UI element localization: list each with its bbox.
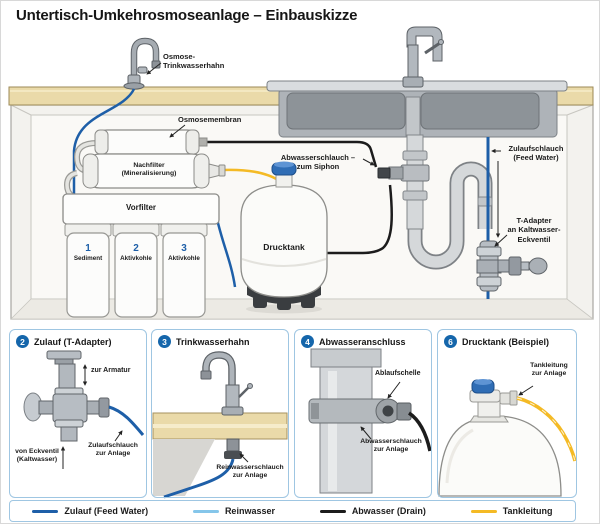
kitchen-faucet-illustration [402,26,444,88]
panel-zulauf: 2 Zulauf (T-Adapter) [9,329,147,498]
from-valve-label: von Eckventil (Kaltwasser) [15,448,59,464]
t-adapter-label: T-Adapter an Kaltwasser- Eckventil [507,216,561,244]
drain-clamp-label: Ablaufschelle [375,370,421,377]
ro-unit-illustration [62,129,226,318]
legend-item-drain: Abwasser (Drain) [319,506,426,516]
panel-zulauf-header: 2 Zulauf (T-Adapter) [16,335,146,348]
panel-trinkwasserhahn: 3 Trinkwasserhahn [151,329,289,498]
pure-water-line-swatch [192,509,219,513]
tank-line-label: Tankleitung zur Anlage [530,362,568,378]
drain-hose-label: Abwasserschlauch – zum Siphon [280,153,356,172]
osmose-faucet-illustration [123,37,161,90]
prefilter-label: Vorfilter [125,203,157,212]
filter-stage-2: 2 Aktivkohle [120,243,152,262]
feed-hose-label: Zulaufschlauch (Feed Water) [508,144,564,163]
to-fixture-label: zur Armatur [91,367,131,374]
legend-bar: Zulauf (Feed Water) Reinwasser Abwasser … [9,500,576,522]
panel-trinkwasserhahn-header: 3 Trinkwasserhahn [158,335,288,348]
panel-abwasseranschluss-title: Abwasseranschluss [319,336,406,347]
drain-tube-lower [289,184,393,255]
panel-trinkwasserhahn-number-badge: 3 [158,335,171,348]
membrane-label: Osmosemembran [178,115,242,124]
panel2-t-adapter-illustration [23,350,145,469]
page-title: Untertisch-Umkehrosmoseanlage – Einbausk… [16,7,358,24]
panel3-tap-illustration [152,351,288,499]
pressure-tank-illustration [240,161,328,314]
legend-item-feed-water: Zulauf (Feed Water) [32,506,148,516]
panel4-drain-illustration [308,348,432,494]
panel-zulauf-title: Zulauf (T-Adapter) [34,336,112,347]
panel-abwasseranschluss-number-badge: 4 [301,335,314,348]
filter-stage-1: 1 Sediment [73,243,103,262]
drain-clamp-illustration [377,164,430,182]
tank-label: Drucktank [263,242,305,252]
sink-illustration [266,80,568,138]
drain-hose-to-system-label: Abwasserschlauch zur Anlage [360,438,422,454]
drain-tube-upper [205,140,378,168]
t-adapter-illustration [476,240,548,292]
panel-drucktank-title: Drucktank (Beispiel) [462,336,550,347]
siphon-illustration [402,134,493,270]
filter-stage-3: 3 Aktivkohle [168,243,200,262]
panel-trinkwasserhahn-title: Trinkwasserhahn [176,336,250,347]
osmose-faucet-label: Osmose- Trinkwasserhahn [163,52,225,71]
drain-line-swatch [319,509,346,513]
panel-abwasseranschluss: 4 Abwasseranschluss [294,329,432,498]
panel-abwasseranschluss-header: 4 Abwasseranschluss [301,335,431,348]
panel6-tank-illustration [438,379,577,497]
feed-water-line-swatch [32,509,59,513]
panel-zulauf-number-badge: 2 [16,335,29,348]
feed-hose-to-system-label: Zulaufschlauch zur Anlage [88,442,138,458]
panel-drucktank-header: 6 Drucktank (Beispiel) [444,335,576,348]
panel-drucktank-number-badge: 6 [444,335,457,348]
leader-arrows [146,62,508,247]
tank-line-swatch [470,509,497,513]
postfilter-label: Nachfilter (Mineralisierung) [121,162,177,178]
pure-water-hose-label: Reinwasserschlauch zur Anlage [216,464,284,480]
panel-drucktank: 6 Drucktank (Beispiel) [437,329,577,498]
legend-item-pure-water: Reinwasser [192,506,275,516]
legend-item-tank-line: Tankleitung [470,506,553,516]
